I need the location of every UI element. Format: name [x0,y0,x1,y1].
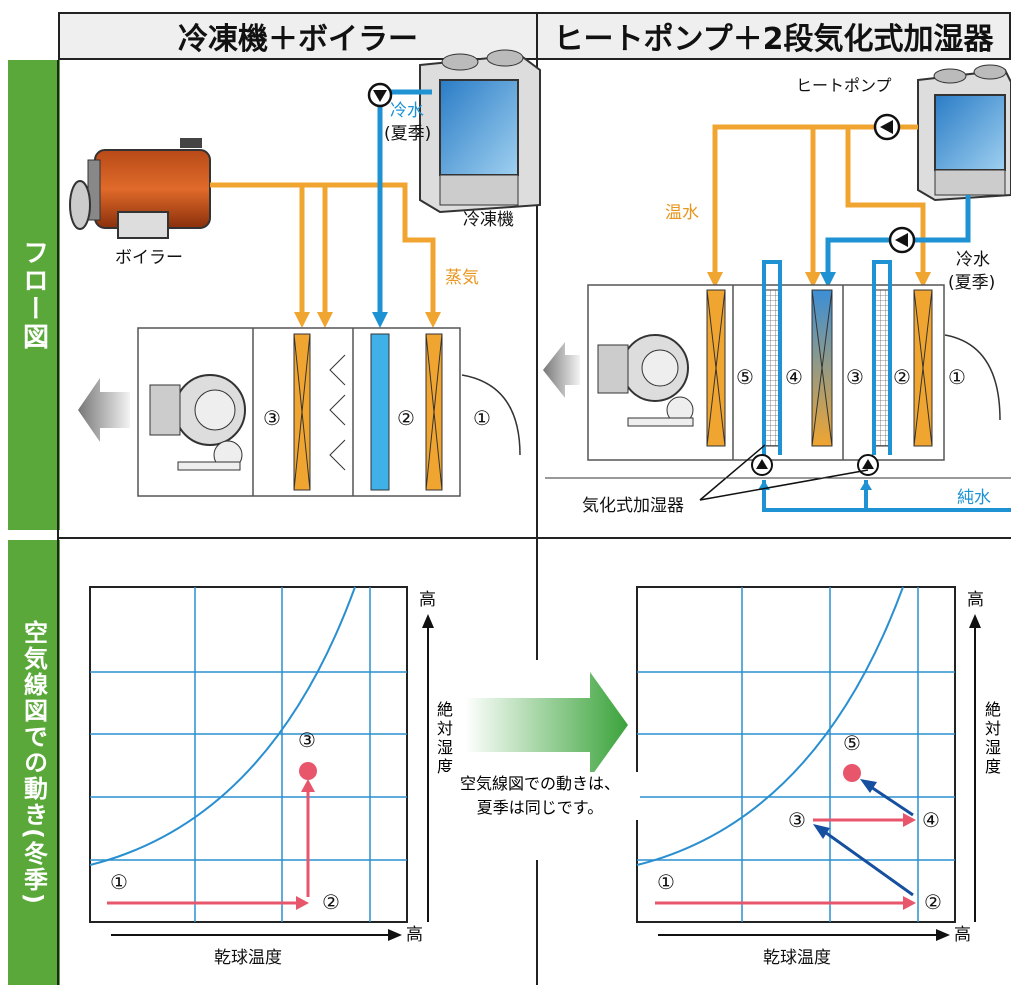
steam-label: 蒸気 [445,268,479,288]
left-stage-2: ② [397,406,415,430]
left-column-header: 冷凍機＋ボイラー [58,12,538,60]
pure-water-label: 純水 [957,488,991,508]
middle-note: 空気線図での動きは、 夏季は同じです。 [440,772,640,820]
right-cold-water-label: 冷水 [956,250,990,270]
psychrometric-side-label: 空気線図での動き(冬季) [8,540,60,985]
left-psychrometric-chart [89,586,434,941]
right-point-1: ① [657,870,675,894]
left-x-high-label: 高 [406,925,423,945]
right-x-axis-label: 乾球温度 [763,948,831,968]
right-pumps [873,113,916,254]
boiler-label: ボイラー [115,248,183,268]
heat-pump-label: ヒートポンプ [796,76,892,95]
right-point-3: ③ [788,808,806,832]
left-steam-pipes [210,182,436,315]
right-point-4: ④ [922,808,940,832]
left-point-3: ③ [298,728,316,752]
left-stage-1: ① [473,406,491,430]
hot-water-label: 温水 [665,203,699,223]
left-steam-arrowheads [294,312,441,328]
right-hot-water-pipes [712,124,926,275]
left-point-2: ② [322,890,340,914]
right-column-header: ヒートポンプ＋2段気化式加湿器 [536,12,1011,60]
right-point-5: ⑤ [843,731,861,755]
left-x-axis-label: 乾球温度 [214,948,282,968]
transition-arrow [465,672,628,778]
humidifier-label: 気化式加湿器 [582,496,684,516]
table-grid [57,60,1011,985]
left-airflow-arrow [78,378,130,442]
right-stage-3: ③ [846,365,864,389]
right-stage-4: ④ [785,365,803,389]
heat-pump-icon [917,64,1011,202]
humidifier-pumps [751,454,879,490]
right-stage-5: ⑤ [736,365,754,389]
right-stage-1: ① [948,365,966,389]
flow-diagram-side-label: フロー図 [8,60,60,530]
boiler-icon [69,138,211,239]
left-cold-water-pipe [367,82,432,328]
right-stage-2: ② [893,365,911,389]
right-hot-water-arrowheads [707,272,931,288]
right-y-axis-label: 絶 対 湿 度 [985,700,1002,776]
humidifier-leader-lines [699,444,869,501]
right-x-high-label: 高 [954,925,971,945]
right-y-high-label: 高 [967,590,984,610]
right-psychrometric-chart [636,586,981,941]
chiller-icon [419,49,541,214]
left-air-handling-unit [137,327,521,497]
right-airflow-arrow [543,342,580,398]
chiller-label: 冷凍機 [463,210,514,230]
right-summer-label: (夏季) [948,273,996,293]
left-stage-3: ③ [263,406,281,430]
left-y-high-label: 高 [419,590,436,610]
right-point-2: ② [924,890,942,914]
left-point-1: ① [110,870,128,894]
summer-label: (夏季) [384,124,432,144]
cold-water-label: 冷水 [390,101,424,121]
left-y-axis-label: 絶 対 湿 度 [437,700,454,776]
